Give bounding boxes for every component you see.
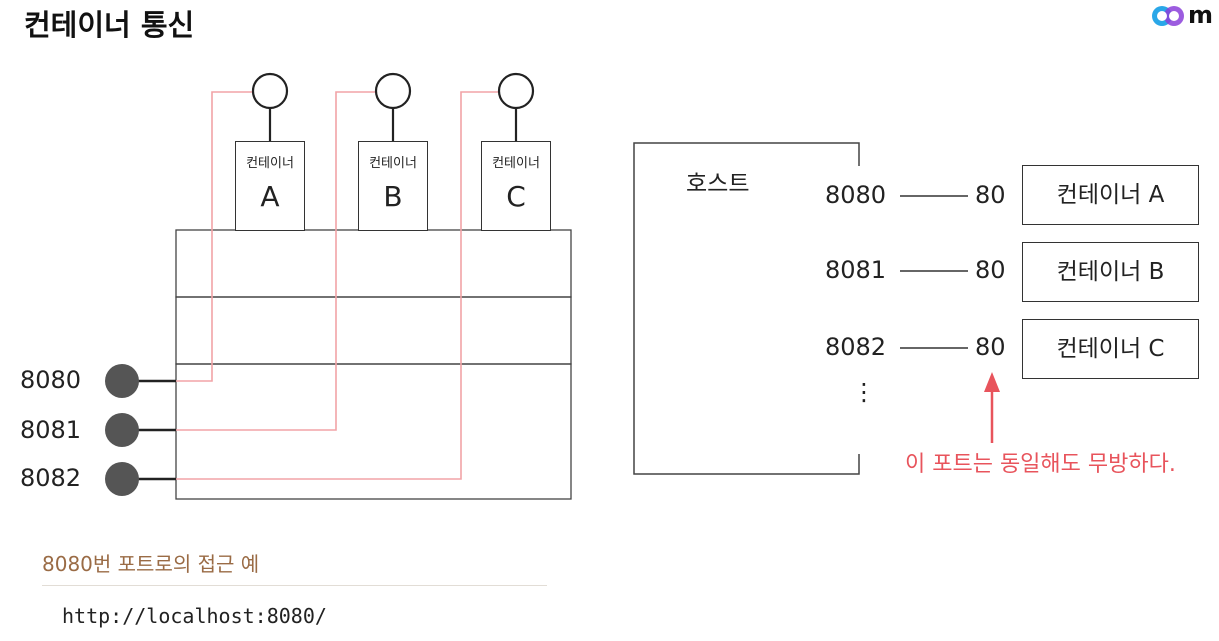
page-title: 컨테이너 통신: [24, 8, 195, 42]
container-label: 컨테이너: [369, 156, 417, 171]
container-label: 컨테이너 C: [1056, 336, 1165, 362]
container-letter: A: [260, 180, 280, 213]
left-port-label: 8082: [20, 464, 82, 492]
left-port-label: 8080: [20, 366, 82, 394]
container-letter: C: [506, 180, 526, 213]
container-port-label: 80: [975, 181, 1006, 209]
logo-text: m: [1188, 2, 1214, 29]
container-port-label: 80: [975, 256, 1006, 284]
container-label: 컨테이너: [246, 156, 294, 171]
divider: [42, 585, 547, 586]
ellipsis: ⋮: [852, 378, 876, 406]
host-port-label: 8081: [825, 256, 887, 284]
container-box-a: 컨테이너 A: [1022, 165, 1199, 225]
container-port-label: 80: [975, 333, 1006, 361]
container-box-a: 컨테이너 A: [235, 141, 305, 231]
container-letter: B: [383, 180, 403, 213]
port-note: 이 포트는 동일해도 무방하다.: [905, 452, 1176, 477]
brand-logo: m: [1150, 2, 1219, 32]
container-box-c: 컨테이너 C: [481, 141, 551, 231]
example-caption: 8080번 포트로의 접근 예: [42, 552, 260, 576]
container-box-c: 컨테이너 C: [1022, 319, 1199, 379]
port-dot-8081: [105, 413, 139, 447]
host-port-label: 8080: [825, 181, 887, 209]
container-label: 컨테이너 B: [1056, 259, 1165, 285]
port-dot-8082: [105, 462, 139, 496]
container-box-b: 컨테이너 B: [358, 141, 428, 231]
logo-icon: [1152, 6, 1184, 26]
port-dot-8080: [105, 364, 139, 398]
container-box-b: 컨테이너 B: [1022, 242, 1199, 302]
container-label: 컨테이너 A: [1056, 182, 1165, 208]
example-url: http://localhost:8080/: [62, 604, 327, 628]
host-port-label: 8082: [825, 333, 887, 361]
container-label: 컨테이너: [492, 156, 540, 171]
left-port-label: 8081: [20, 416, 82, 444]
host-label: 호스트: [686, 171, 750, 197]
